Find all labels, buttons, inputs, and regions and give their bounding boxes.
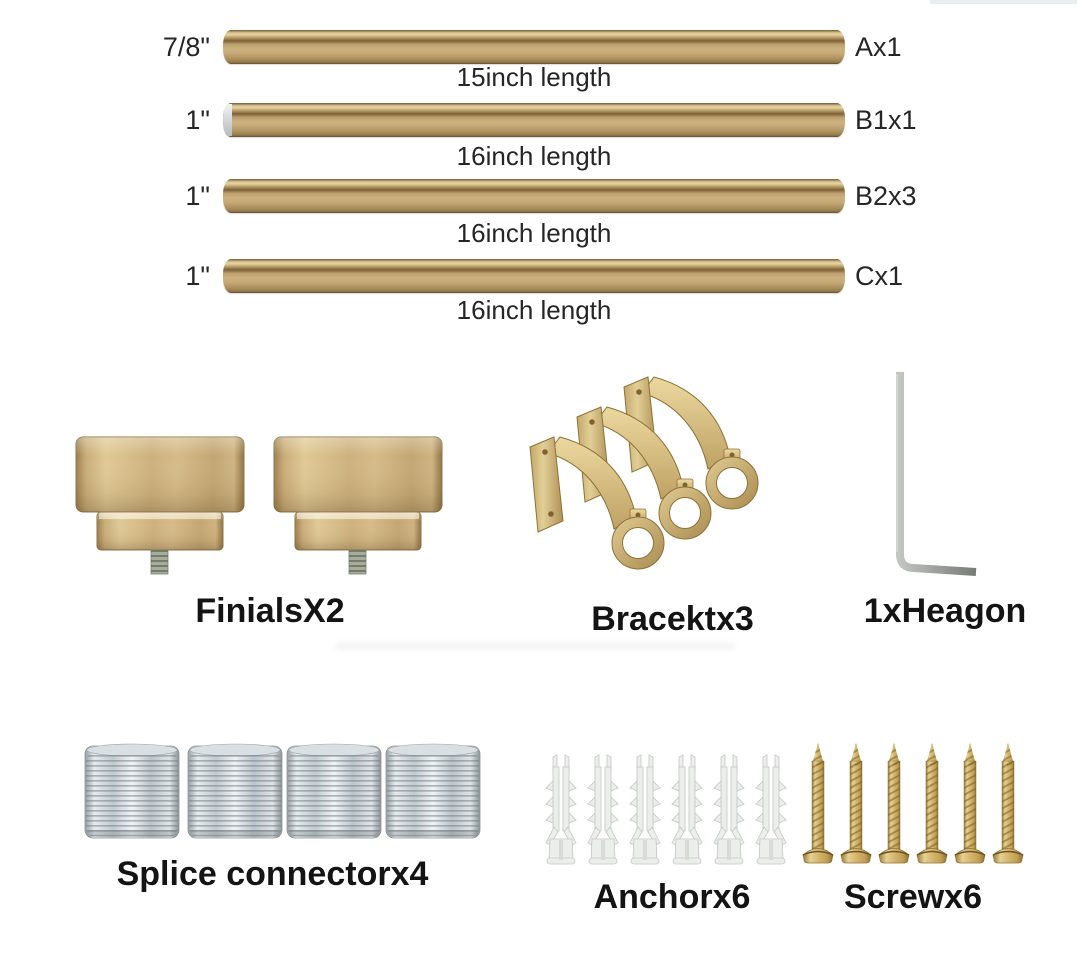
anchor-set-icon: [545, 754, 787, 865]
rod-c-icon: [223, 259, 845, 293]
screws-label: Screwx6: [844, 878, 982, 916]
screw-icon: [992, 742, 1024, 864]
anchor-icon: [713, 754, 745, 865]
rod-a-length-label: 15inch length: [456, 62, 612, 92]
rod-a-code-label: Ax1: [855, 32, 902, 62]
rod-b1-length-label: 16inch length: [456, 141, 612, 171]
rod-b2-length-label: 16inch length: [456, 218, 612, 248]
screw-icon: [916, 742, 948, 864]
bracket-set-icon: [529, 376, 759, 570]
anchor-icon: [629, 754, 661, 865]
hex-key-icon: [897, 372, 976, 572]
brackets-label: Bracektx3: [591, 600, 754, 638]
finial-icon: [75, 436, 245, 575]
screw-icon: [840, 742, 872, 864]
splice-connectors-label: Splice connectorx4: [116, 855, 429, 893]
splice-connector-set-icon: [84, 743, 481, 839]
screw-icon: [954, 742, 986, 864]
screw-set-icon: [802, 742, 1024, 864]
rod-c-code-label: Cx1: [855, 261, 904, 291]
top-edge-artifact: [930, 0, 1077, 4]
splice-connector-icon: [187, 743, 283, 839]
splice-connector-icon: [385, 743, 481, 839]
rod-c-size-label: 1": [185, 261, 210, 291]
rod-a-size-label: 7/8": [162, 32, 210, 62]
splice-connector-icon: [84, 743, 180, 839]
rod-b1-size-label: 1": [185, 105, 210, 135]
rod-end-cap: [223, 104, 232, 136]
anchor-icon: [755, 754, 787, 865]
screw-icon: [878, 742, 910, 864]
hex-key-label: 1xHeagon: [863, 592, 1027, 630]
rod-a-icon: [223, 30, 845, 64]
finials-label: FinialsX2: [195, 592, 345, 630]
rod-b2-icon: [223, 179, 845, 213]
rod-b1-icon: [223, 103, 845, 137]
anchors-label: Anchorx6: [593, 878, 751, 916]
rod-b2-code-label: B2x3: [855, 181, 917, 211]
smudge-artifact: [335, 642, 735, 650]
anchor-icon: [587, 754, 619, 865]
rod-c-length-label: 16inch length: [456, 295, 612, 325]
splice-connector-icon: [286, 743, 382, 839]
rod-b2-size-label: 1": [185, 181, 210, 211]
anchor-icon: [545, 754, 577, 865]
screw-icon: [802, 742, 834, 864]
rod-b1-code-label: B1x1: [855, 105, 917, 135]
anchor-icon: [671, 754, 703, 865]
finial-icon: [273, 436, 443, 575]
